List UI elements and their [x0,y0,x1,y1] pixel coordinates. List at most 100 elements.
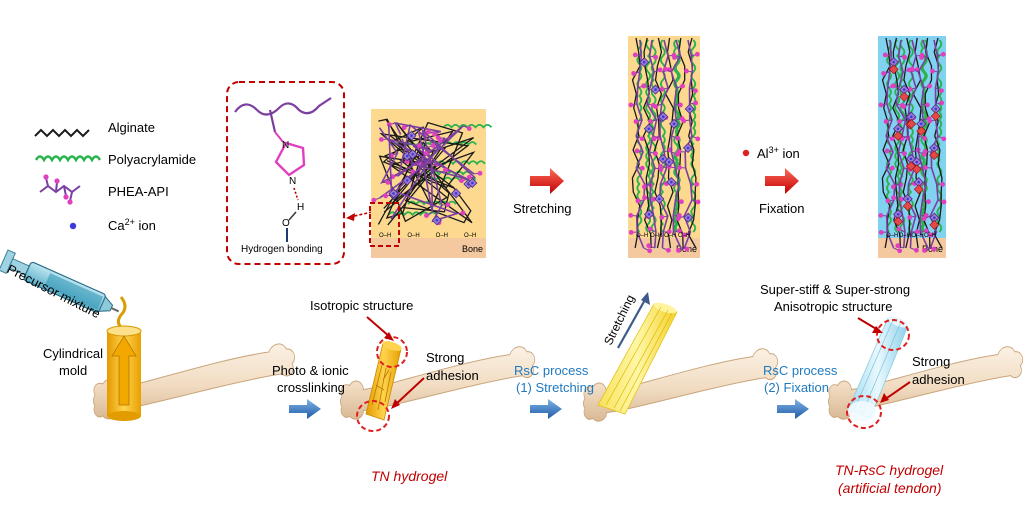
api-bead [909,66,915,72]
api-bead [647,226,653,232]
api-bead [693,100,699,106]
api-bead [890,184,896,190]
inset-polymer-chain [234,97,332,116]
inset-hbond-label: Hydrogen bonding [241,244,323,255]
api-bead [404,159,410,164]
api-bead [423,150,429,156]
al-ion-crosslink [906,118,917,129]
api-bead [666,247,671,253]
precursor-stream [116,296,127,331]
adhesion-highlight-circle-1 [356,400,390,432]
api-bead [907,86,913,92]
polyacrylamide-coil-icon [34,155,102,163]
api-bead [641,83,647,89]
surface-hydroxyl: O–H [650,233,662,239]
api-bead [635,198,641,204]
al-ion-dot-icon [742,149,750,157]
isotropic-label: Isotropic structure [310,298,413,313]
al-ion-crosslink [893,216,904,227]
strong-adhesion-1-line1: Strong [426,350,464,365]
tn-rsc-rod [847,316,909,421]
rsc2-label-line1: RsC process [763,363,838,378]
api-bead [896,226,902,232]
api-bead [677,228,682,234]
api-bead [379,137,384,142]
api-bead [646,243,652,249]
api-bead [653,151,658,156]
api-bead [878,102,884,108]
phea-api-chain [917,39,929,249]
api-bead [672,55,677,60]
api-bead [923,165,929,170]
blue-arrow-3 [777,399,809,419]
api-bead [424,213,429,218]
api-bead [445,202,451,208]
cylindrical-mold [106,325,142,421]
api-bead [883,119,889,124]
ca-ion-dot-icon [69,222,77,230]
api-bead [647,248,653,254]
red-arrow-stretching [530,168,564,194]
api-bead [676,149,682,154]
api-bead [684,246,690,252]
api-bead [634,148,640,154]
api-bead [371,197,377,203]
api-bead [889,136,895,142]
api-bead [931,246,937,252]
api-bead [432,131,438,137]
api-bead [677,165,683,170]
blue-arrow-2 [530,399,562,419]
strong-adhesion-2-line2: adhesion [912,372,965,387]
al-ion-crosslink [888,64,899,75]
alginate-chain [377,141,435,225]
api-bead [882,52,888,58]
api-bead [678,102,683,108]
hydrogen-bond-dash [293,187,299,201]
api-bead [628,102,634,108]
api-bead [890,83,896,89]
bone-2 [340,346,536,420]
api-bead [897,118,902,124]
api-bead [922,247,927,253]
api-bead [921,216,927,222]
bone-layer-label: Bone [462,244,483,254]
al-ion-crosslink [893,131,903,141]
isotropic-pointer [366,316,391,338]
bone-layer [878,238,946,258]
mold-label-line1: Cylindrical [43,346,103,361]
api-bead [430,143,436,148]
crosslink-label-line1: Photo & ionic [272,363,349,378]
api-bead [401,125,407,130]
legend-phea-api: PHEA-API [39,174,169,205]
api-bead [902,151,907,156]
surface-hydroxyl: O–H [924,233,936,239]
api-bead [878,229,884,235]
surface-hydroxyl: O–H [664,233,676,239]
api-bead [628,213,634,218]
bones-row [92,343,1024,422]
legend-phea-api-label: PHEA-API [108,184,169,199]
api-bead [897,248,903,254]
api-bead [659,86,665,92]
surface-hydroxyl: O–H [436,233,448,239]
api-bead [675,135,681,141]
api-bead [695,199,701,205]
rsc1-label-line1: RsC process [514,363,589,378]
inset-dashed-frame [226,81,345,265]
alginate-line-icon [34,128,90,138]
red-arrow-fixation [765,168,799,194]
adhesion-highlight-circle-2 [846,395,882,429]
api-bead [653,104,659,110]
api-bead [895,243,901,249]
phea-api-chain [646,39,658,249]
alginate-chain [676,37,686,249]
atom-h: H [297,202,304,213]
api-bead [679,199,684,205]
stretching-label: Stretching [513,201,572,216]
atom-n-lower: N [289,176,296,187]
api-bead [901,104,907,110]
stretch-direction-arrow [617,297,647,349]
api-bead [648,118,653,124]
